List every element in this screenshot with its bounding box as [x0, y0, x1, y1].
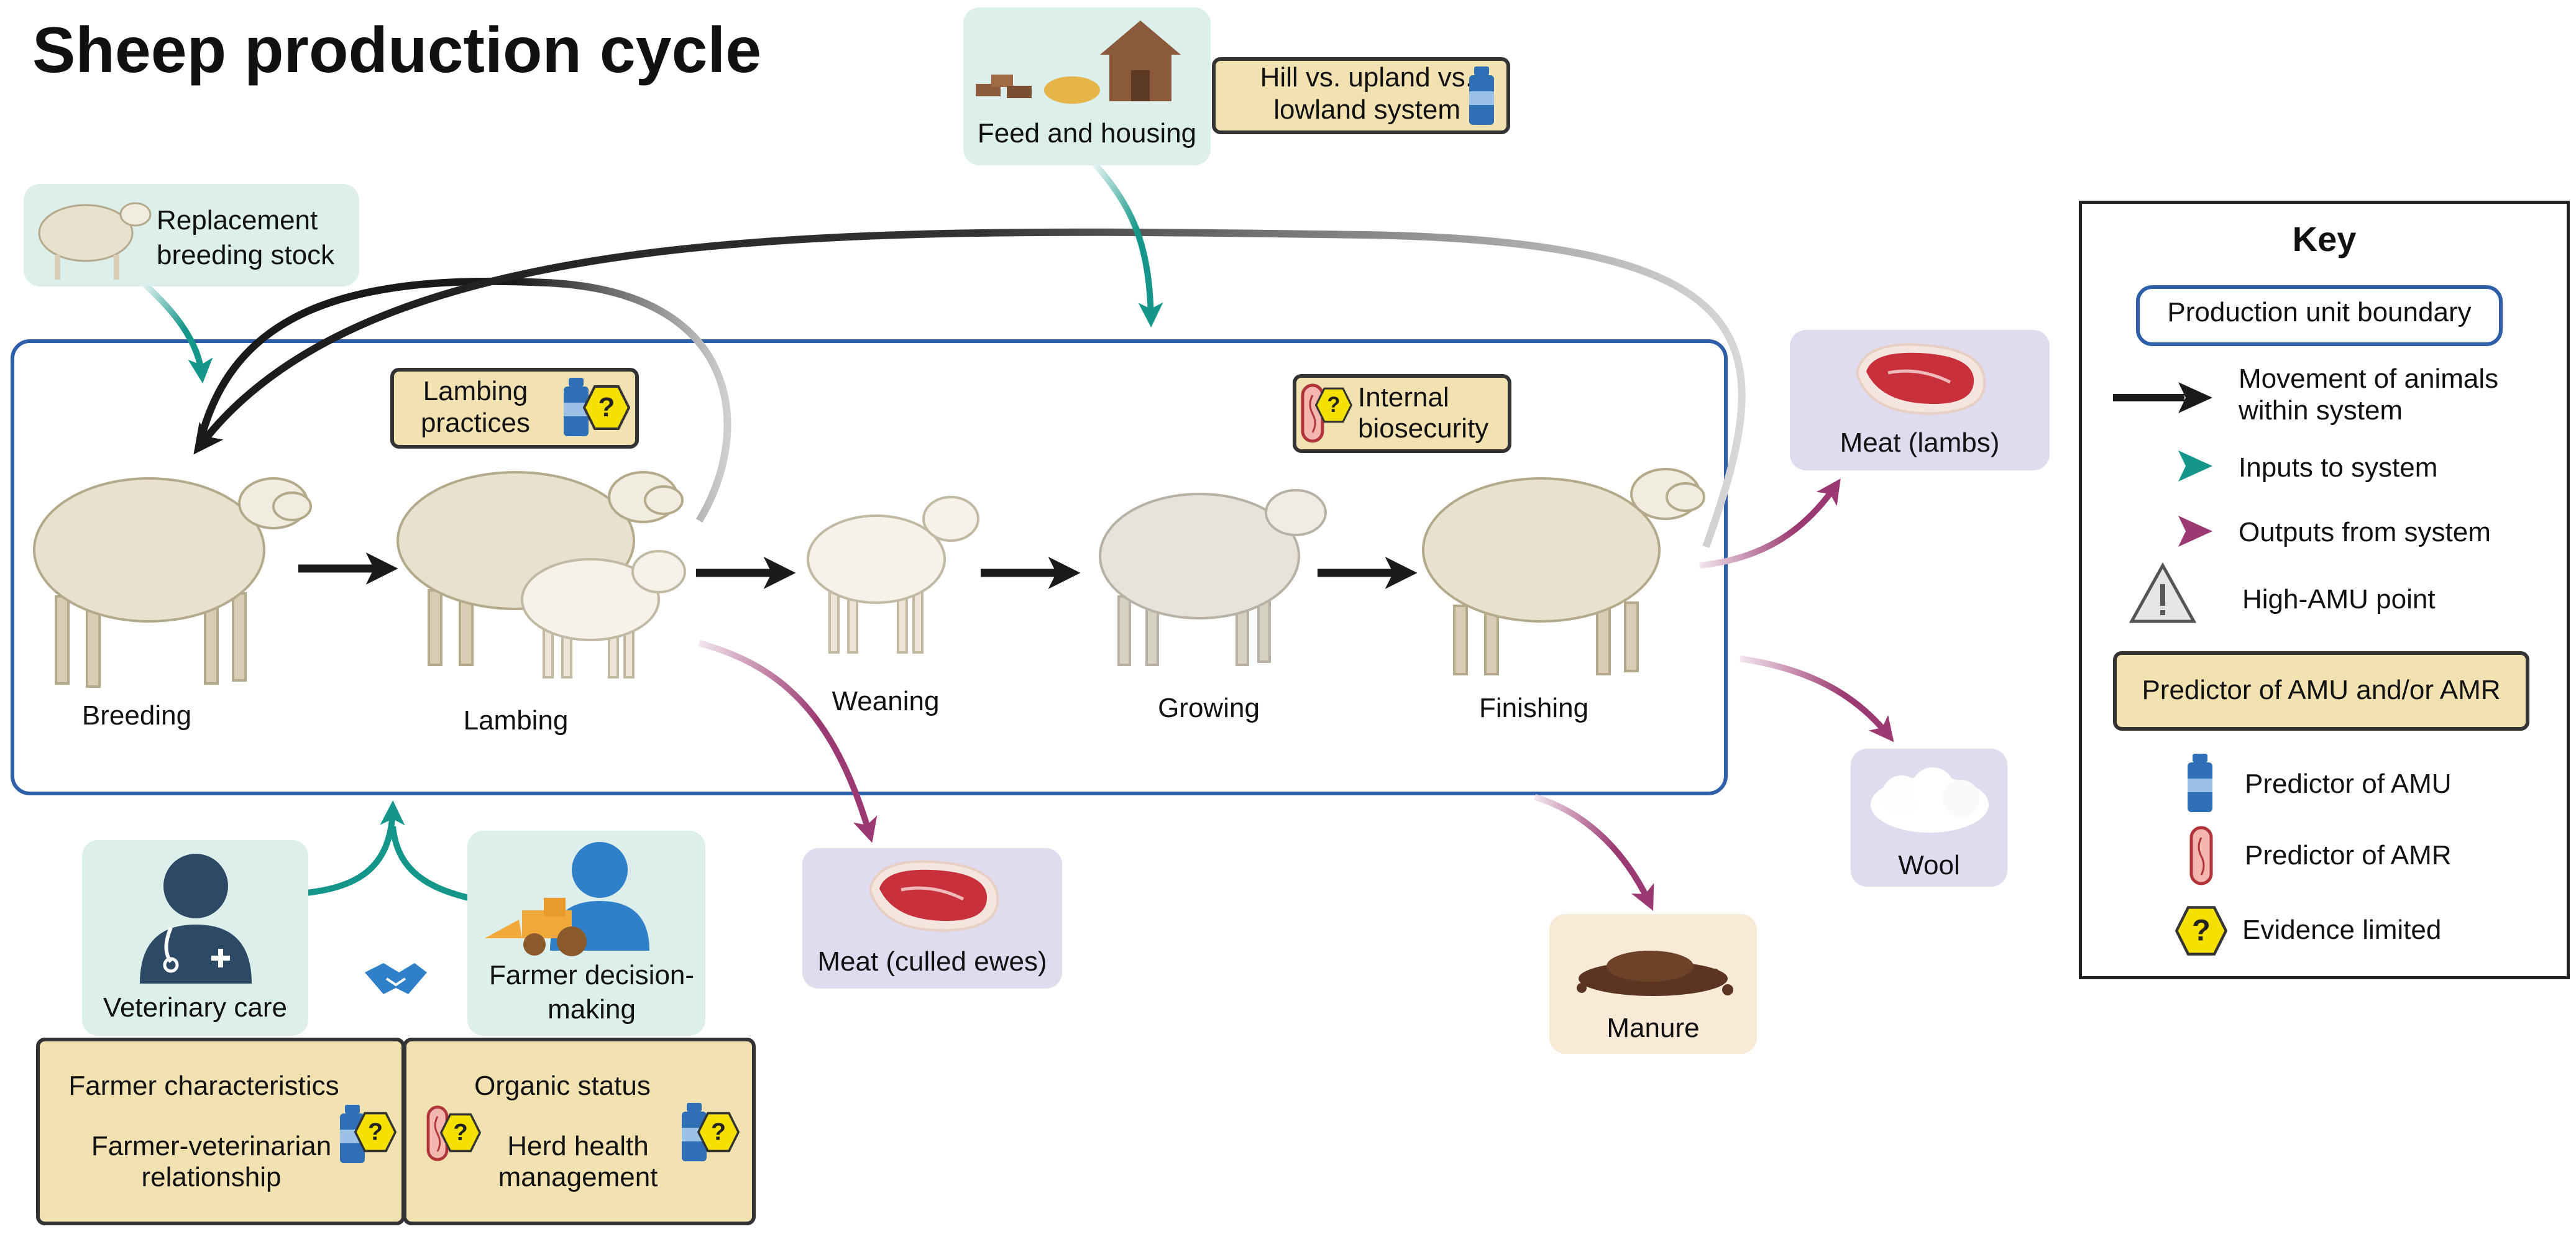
key-boundary-label: Production unit boundary: [2167, 297, 2472, 327]
evidence-hex-icon-farmer-vet: ?: [354, 1112, 396, 1153]
manure-label: Manure: [1607, 1013, 1700, 1043]
sheep-icon-replacement: [38, 202, 152, 280]
key-predictor-sample: [2113, 651, 2529, 731]
manure-icon: [1577, 951, 1733, 996]
lambing-practices-label-1: Lambing: [423, 376, 528, 406]
svg-text:?: ?: [453, 1119, 467, 1146]
farmer-vet-relationship-label-1: Farmer-veterinarian: [91, 1131, 332, 1161]
sheep-icon-growing: [1099, 489, 1327, 666]
production-unit-boundary: [11, 339, 1728, 795]
farmer-label-2: making: [548, 994, 636, 1025]
evidence-hex-icon-organic: ?: [440, 1113, 481, 1153]
system-label-1: Hill vs. upland vs.: [1260, 62, 1473, 93]
biosecurity-label-2: biosecurity: [1358, 413, 1489, 444]
meat-icon-culled: [868, 860, 999, 932]
evidence-hex-icon-herd-health: ?: [697, 1112, 740, 1153]
key-outputs-label: Outputs from system: [2239, 517, 2491, 547]
farmer-vet-relationship-label-2: relationship: [141, 1162, 282, 1192]
handshake-icon: [365, 963, 427, 994]
meat-icon-lambs: [1855, 343, 1986, 415]
key-pred-amr-label: Predictor of AMR: [2245, 840, 2452, 871]
output-arrow-wool: [1739, 656, 1894, 743]
predictor-box-system: [1212, 57, 1510, 134]
svg-text:?: ?: [368, 1118, 383, 1146]
lamb-icon-weaning: [807, 496, 979, 654]
stage-label-weaning: Weaning: [832, 686, 940, 716]
return-arrow-finishing: [193, 228, 1746, 549]
input-arrow-feed: [1091, 160, 1163, 327]
svg-text:?: ?: [598, 392, 615, 423]
organic-status-label: Organic status: [474, 1071, 651, 1101]
meat-lambs-label: Meat (lambs): [1840, 427, 2000, 458]
meat-culled-label: Meat (culled ewes): [817, 946, 1047, 977]
key-input-arrow: [2113, 450, 2212, 482]
output-arrow-manure: [1534, 794, 1654, 911]
hay-icon: [976, 75, 1100, 104]
input-arrow-replacement: [140, 280, 213, 383]
key-bacteria-icon: [2189, 826, 2213, 885]
svg-text:?: ?: [1327, 393, 1340, 417]
key-movement-arrow: [2113, 382, 2212, 413]
page-title: Sheep production cycle: [32, 14, 762, 86]
return-arrow-lambing: [195, 277, 731, 523]
replacement-label-1: Replacement: [157, 205, 318, 235]
key-movement-label-1: Movement of animals: [2239, 363, 2499, 394]
key-bottle-icon: [2188, 754, 2212, 812]
herd-health-label-2: management: [498, 1162, 658, 1192]
key-pred-amu-label: Predictor of AMU: [2245, 769, 2452, 799]
vet-icon: [140, 854, 252, 984]
bottle-icon-lambing: [564, 378, 589, 436]
wool-label: Wool: [1898, 850, 1960, 880]
evidence-hex-icon-biosecurity: ?: [1315, 387, 1352, 423]
system-label-2: lowland system: [1273, 94, 1460, 125]
key-title: Key: [2292, 219, 2357, 258]
output-arrow-meat-lambs: [1699, 478, 1841, 569]
lambing-practices-label-2: practices: [420, 408, 531, 438]
stage-label-finishing: Finishing: [1478, 693, 1589, 723]
key-inputs-label: Inputs to system: [2239, 452, 2438, 483]
key-high-amu-label: High-AMU point: [2242, 584, 2436, 615]
evidence-hex-icon-lambing: ?: [583, 385, 630, 430]
key-boundary-sample: [2136, 285, 2503, 346]
farmer-characteristics-label: Farmer characteristics: [68, 1071, 339, 1101]
key-predictor-label: Predictor of AMU and/or AMR: [2142, 675, 2501, 705]
svg-text:?: ?: [2192, 913, 2211, 947]
sheep-icon-breeding: [33, 477, 312, 688]
key-movement-label-2: within system: [2239, 395, 2403, 426]
warning-triangle-icon: [2129, 562, 2197, 623]
tractor-icon: [485, 898, 587, 956]
key-evidence-hex-icon: ?: [2175, 906, 2227, 956]
svg-text:?: ?: [711, 1118, 726, 1146]
feed-housing-label: Feed and housing: [977, 118, 1197, 149]
key-output-arrow: [2113, 516, 2212, 547]
vet-care-label: Veterinary care: [103, 992, 287, 1023]
stage-label-breeding: Breeding: [81, 700, 192, 731]
key-evidence-label: Evidence limited: [2242, 915, 2442, 945]
replacement-label-2: breeding stock: [157, 240, 335, 270]
bottle-icon-system: [1469, 66, 1494, 125]
house-icon: [1100, 21, 1181, 101]
lamb-icon-lambing: [521, 550, 686, 679]
stage-label-lambing: Lambing: [463, 705, 569, 736]
stage-label-growing: Growing: [1158, 693, 1260, 723]
output-arrow-culled: [698, 640, 878, 843]
biosecurity-label-1: Internal: [1358, 382, 1449, 413]
herd-health-label-1: Herd health: [507, 1131, 649, 1161]
wool-icon: [1871, 767, 1989, 833]
farmer-label-1: Farmer decision-: [488, 960, 695, 990]
sheep-icon-finishing: [1422, 468, 1705, 675]
